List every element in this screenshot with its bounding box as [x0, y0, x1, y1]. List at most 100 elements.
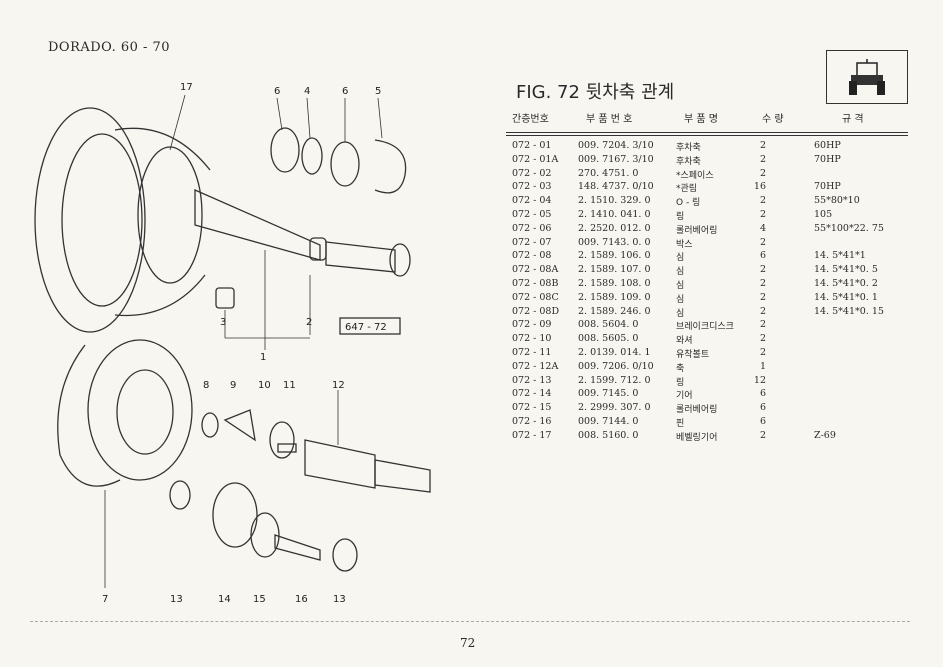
cell-part-name: 심	[676, 281, 685, 291]
cell-part-no: 2. 0139. 014. 1	[578, 347, 651, 358]
callout-label: 15	[253, 594, 266, 605]
callout-label: 17	[180, 82, 193, 93]
cell-spec: 14. 5*41*0. 2	[814, 278, 878, 289]
cell-qty: 6	[759, 388, 766, 400]
header-qty: 수 량	[762, 114, 784, 125]
cell-part-no: 009. 7145. 0	[578, 388, 639, 400]
callout-label: 13	[333, 594, 346, 605]
cell-item-no: 072 - 08B	[512, 278, 559, 289]
cell-part-name: 롤러베어링	[676, 405, 718, 416]
cell-item-no: 072 - 09	[512, 319, 552, 331]
cell-part-name: 와셔	[676, 336, 693, 347]
cell-part-name: 심	[676, 308, 685, 319]
cell-part-name: 롤러베어링	[676, 225, 718, 236]
cell-item-no: 072 - 07	[512, 236, 552, 248]
callout-label: 2	[306, 317, 312, 328]
cell-part-no: 2. 1589. 106. 0	[578, 250, 651, 262]
cell-item-no: 072 - 02	[512, 167, 552, 179]
cell-part-no: 009. 7143. 0. 0	[578, 236, 651, 248]
cell-item-no: 072 - 03	[512, 181, 552, 193]
cell-part-no: 2. 1589. 108. 0	[578, 278, 651, 289]
cell-item-no: 072 - 11	[512, 347, 552, 358]
cell-item-no: 072 - 15	[512, 402, 552, 414]
cell-part-name: O - 링	[676, 198, 701, 209]
cell-item-no: 072 - 14	[512, 388, 552, 400]
callout-label: 11	[283, 380, 296, 391]
cell-qty: 1	[759, 360, 766, 372]
cell-qty: 2	[759, 195, 766, 207]
callout-label: 4	[304, 86, 310, 97]
model-header: DORADO. 60 - 70	[48, 40, 171, 55]
cell-part-name: 후차축	[676, 156, 701, 167]
header-rule	[506, 135, 908, 136]
cell-qty: 2	[759, 167, 766, 179]
cell-qty: 4	[759, 222, 766, 234]
callout-label: 8	[203, 380, 209, 391]
cell-part-no: 2. 2520. 012. 0	[578, 222, 651, 234]
cell-qty: 2	[759, 278, 766, 289]
cell-spec: 14. 5*41*0. 15	[814, 305, 884, 317]
callout-label: 6	[274, 86, 280, 97]
callout-label: 13	[170, 594, 183, 605]
cell-part-no: 009. 7204. 3/10	[578, 140, 654, 151]
cell-item-no: 072 - 08	[512, 250, 552, 262]
callout-label: 14	[218, 594, 231, 605]
cell-part-no: 2. 1410. 041. 0	[578, 209, 651, 220]
cell-item-no: 072 - 13	[512, 374, 552, 386]
cell-spec: 70HP	[814, 153, 841, 165]
cell-part-name: 심	[676, 294, 685, 305]
cell-qty: 2	[759, 209, 766, 220]
cell-spec: Z-69	[814, 429, 836, 441]
cell-spec: 55*100*22. 75	[814, 222, 884, 234]
cell-spec: 14. 5*41*1	[814, 250, 866, 262]
cell-item-no: 072 - 04	[512, 195, 552, 207]
cell-item-no: 072 - 12A	[512, 360, 559, 372]
cell-item-no: 072 - 10	[512, 333, 552, 345]
header-rule	[506, 132, 908, 133]
cell-part-no: 009. 7206. 0/10	[578, 360, 654, 372]
cell-part-name: 기어	[676, 391, 693, 402]
cell-item-no: 072 - 05	[512, 209, 552, 220]
cell-part-no: 009. 7167. 3/10	[578, 153, 654, 165]
cell-item-no: 072 - 06	[512, 222, 552, 234]
cell-qty: 2	[759, 236, 766, 248]
cell-part-name: *스페이스	[676, 170, 714, 181]
callout-label: 5	[375, 86, 381, 97]
cell-item-no: 072 - 01	[512, 140, 552, 151]
cell-qty: 2	[759, 153, 766, 165]
cell-spec: 60HP	[814, 140, 841, 151]
figure-title: FIG. 72 뒷차축 관계	[516, 82, 675, 103]
cell-qty: 12	[753, 374, 766, 386]
cell-part-no: 2. 1589. 246. 0	[578, 305, 651, 317]
header-item-no: 간층번호	[512, 114, 549, 125]
tractor-icon	[826, 50, 908, 104]
cell-part-name: 베벨링기어	[676, 432, 718, 443]
cell-part-name: 링	[676, 377, 685, 388]
cell-spec: 14. 5*41*0. 5	[814, 264, 878, 276]
callout-label: 6	[342, 86, 348, 97]
callout-label: 10	[258, 380, 271, 391]
cell-item-no: 072 - 08D	[512, 305, 560, 317]
cell-part-no: 270. 4751. 0	[578, 167, 639, 179]
cell-qty: 6	[759, 250, 766, 262]
cell-part-no: 009. 7144. 0	[578, 416, 639, 427]
cell-qty: 2	[759, 429, 766, 441]
header-spec: 규 격	[842, 114, 864, 125]
cell-item-no: 072 - 08C	[512, 291, 559, 303]
cell-part-name: 핀	[676, 419, 685, 429]
cell-qty: 2	[759, 319, 766, 331]
cell-qty: 2	[759, 305, 766, 317]
cell-item-no: 072 - 01A	[512, 153, 559, 165]
cell-qty: 6	[759, 416, 766, 427]
cell-part-no: 008. 5160. 0	[578, 429, 639, 441]
cell-part-name: 링	[676, 212, 685, 222]
cell-qty: 2	[759, 264, 766, 276]
cell-part-name: 심	[676, 253, 685, 264]
callout-label: 1	[260, 352, 266, 363]
cell-qty: 2	[759, 291, 766, 303]
cell-part-no: 2. 1589. 107. 0	[578, 264, 651, 276]
bottom-rule	[30, 621, 910, 622]
cell-part-no: 008. 5604. 0	[578, 319, 639, 331]
cell-spec: 70HP	[814, 181, 841, 193]
cell-part-name: 브레이크디스크	[676, 322, 734, 333]
